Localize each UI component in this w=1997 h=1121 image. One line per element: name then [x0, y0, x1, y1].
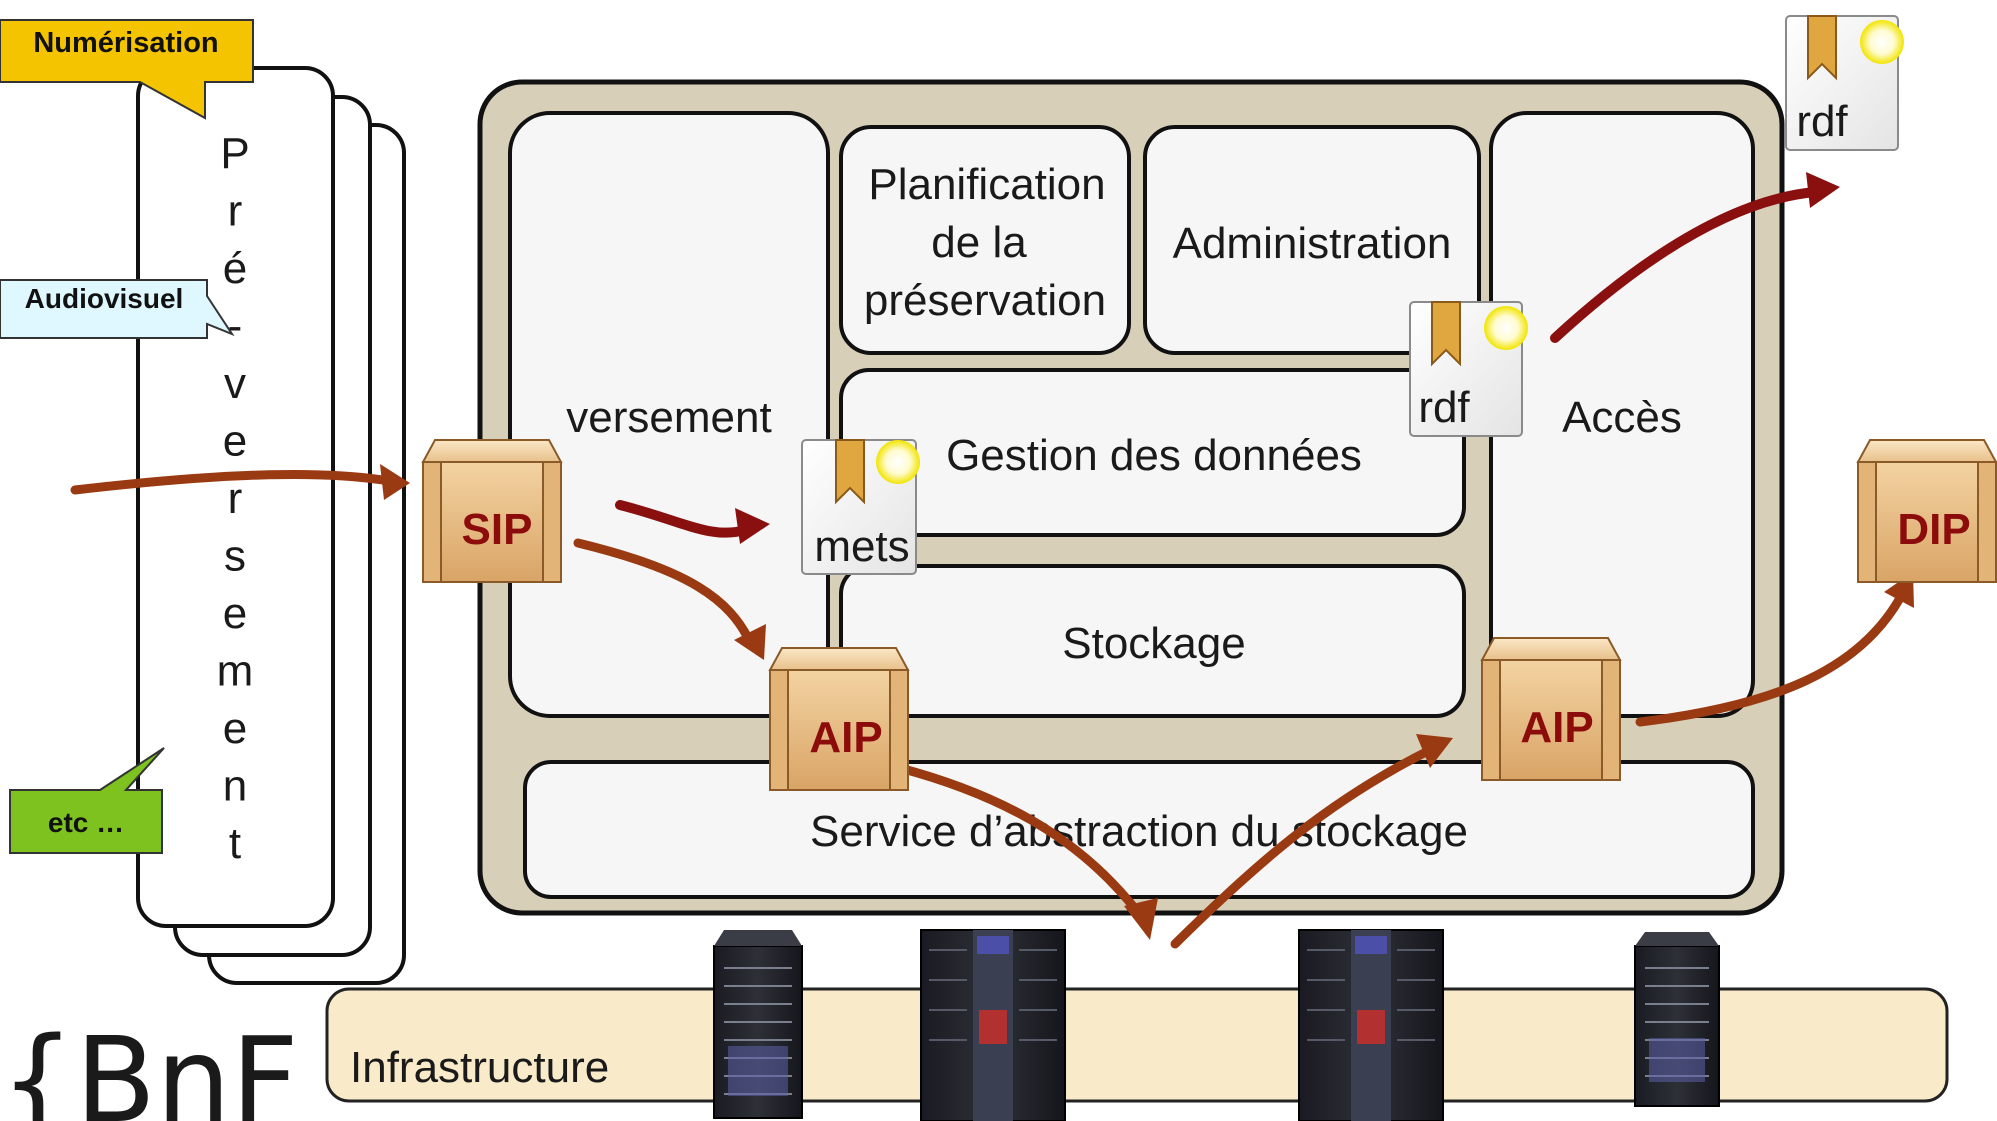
callout-numerisation-label: Numérisation	[33, 27, 218, 59]
prelevement-letter: é	[223, 244, 247, 293]
prelevement-vertical-label: Pré-versement	[217, 129, 254, 868]
tape-library-icon	[920, 929, 1066, 1121]
rdf-label: rdf	[1418, 383, 1470, 432]
prelevement-letter: t	[229, 819, 241, 868]
arrowhead	[734, 624, 766, 660]
star-icon	[1860, 20, 1904, 64]
planification-label-3: préservation	[864, 276, 1106, 325]
prelevement-letter: r	[228, 474, 243, 523]
prelevement-letter: -	[228, 302, 243, 351]
server-rack-icon	[1634, 932, 1720, 1107]
stockage-label: Stockage	[1062, 619, 1245, 668]
infrastructure-label: Infrastructure	[350, 1043, 609, 1092]
versement-label: versement	[566, 393, 771, 442]
planification-module	[839, 125, 1131, 355]
prelevement-letter: P	[220, 129, 249, 178]
gestion-label: Gestion des données	[946, 431, 1362, 480]
prelevement-letter: e	[223, 589, 247, 638]
callout-audiovisuel: Audiovisuel	[0, 279, 235, 339]
prelevement-letter: e	[223, 704, 247, 753]
prelevement-letter: s	[224, 532, 246, 581]
aip-crate-icon: AIP	[768, 647, 910, 791]
tape-library-icon	[1298, 929, 1444, 1121]
arrowhead	[1806, 172, 1840, 208]
aip-crate-icon: AIP	[1480, 637, 1622, 781]
rdf-document-icon: rdf	[1409, 301, 1528, 437]
arrow-rdf-to-export	[1550, 187, 1820, 343]
sip-crate-icon: SIP	[421, 439, 563, 583]
arrow-sip-to-aip	[573, 538, 755, 647]
prelevement-letter: n	[223, 762, 247, 811]
service-abstraction-module	[523, 760, 1755, 899]
arrow-aip-to-storage	[895, 763, 1145, 920]
arrowhead	[380, 464, 410, 500]
prelevement-letter: r	[228, 187, 243, 236]
arrow-prelevement-to-sip	[70, 469, 400, 495]
rdf-document-icon: rdf	[1785, 15, 1904, 151]
prelevement-letter: v	[224, 359, 246, 408]
arrow-aip-to-dip	[1635, 593, 1905, 727]
prelevement-letter: m	[217, 647, 254, 696]
mets-label: mets	[814, 522, 909, 571]
callout-audiovisuel-label: Audiovisuel	[25, 283, 184, 314]
administration-label: Administration	[1173, 219, 1452, 268]
arrow-versement-to-gestion	[615, 500, 750, 538]
dip-crate-icon: DIP	[1856, 439, 1997, 583]
planification-label-2: de la	[931, 218, 1027, 267]
server-rack-icon	[713, 930, 803, 1119]
star-icon	[876, 440, 920, 484]
aip-label: AIP	[1520, 703, 1593, 752]
prelevement-letter: e	[223, 417, 247, 466]
service-abstraction-label: Service d’abstraction du stockage	[810, 807, 1468, 856]
flow-arrows	[70, 172, 1914, 949]
callout-etc-label: etc …	[48, 807, 124, 838]
arrowhead	[735, 508, 770, 544]
stockage-module	[839, 564, 1466, 718]
mets-document-icon: mets	[801, 439, 920, 575]
sip-label: SIP	[462, 505, 533, 554]
dip-label: DIP	[1897, 505, 1970, 554]
callout-etc: etc …	[9, 747, 165, 854]
acces-label: Accès	[1562, 393, 1682, 442]
prelevement-stack: Pré-versement	[136, 66, 406, 985]
bnf-logo: {BnF	[0, 1011, 299, 1121]
callout-numerisation: Numérisation	[0, 19, 254, 120]
arrowhead	[1416, 734, 1453, 768]
oais-frame: versement Planification de la préservati…	[477, 79, 1785, 916]
planification-label-1: Planification	[868, 160, 1105, 209]
arrow-storage-to-aip	[1170, 745, 1435, 949]
administration-module	[1143, 125, 1481, 355]
versement-module	[508, 111, 830, 718]
aip-label: AIP	[809, 713, 882, 762]
star-icon	[1484, 306, 1528, 350]
arrowhead	[1124, 898, 1158, 940]
rdf-label: rdf	[1796, 97, 1848, 146]
